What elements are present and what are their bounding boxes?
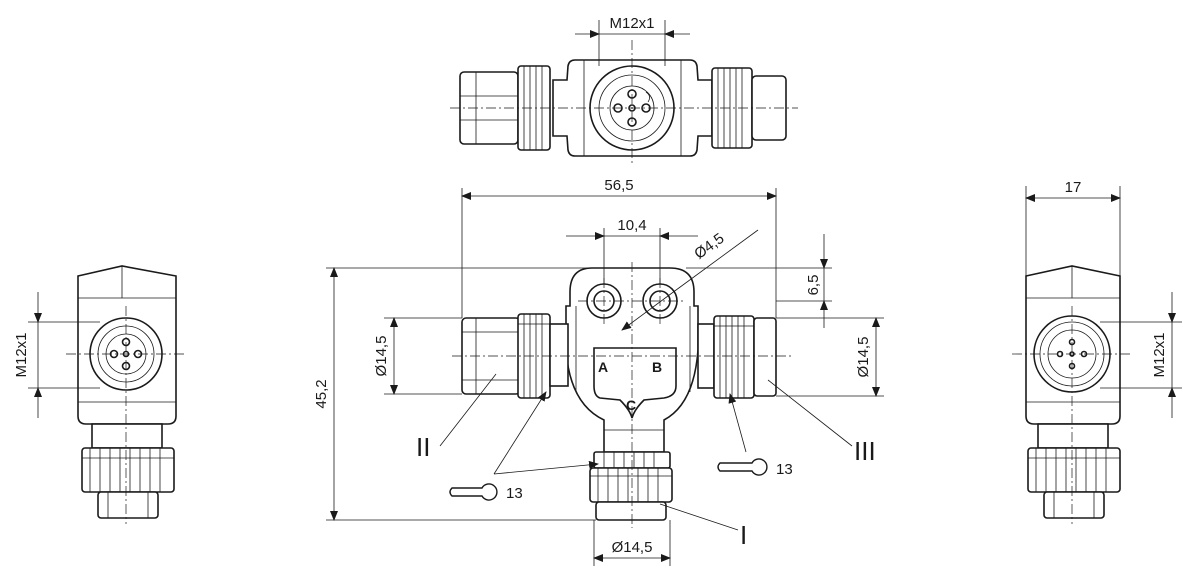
wrench-right-label: 13 xyxy=(776,461,793,478)
right-thread-label: M12x1 xyxy=(1151,332,1168,377)
front-view: A B C xyxy=(313,177,884,566)
top-view: M12x1 xyxy=(450,15,798,164)
right-diameter-label: Ø14,5 xyxy=(855,337,872,378)
left-thread-label: M12x1 xyxy=(13,332,30,377)
label-i: I xyxy=(740,520,747,550)
port-a-label: A xyxy=(598,359,608,375)
wrench-icon-right xyxy=(717,458,768,476)
hole-diameter-label: Ø4,5 xyxy=(691,230,727,263)
wrench-icon-left xyxy=(449,483,498,501)
port-b-label: B xyxy=(652,359,662,375)
top-thread-label: M12x1 xyxy=(609,15,654,32)
port-c-label: C xyxy=(626,397,636,413)
front-height-label: 45,2 xyxy=(313,379,330,408)
right-view: 17 M12x1 xyxy=(1012,179,1182,524)
right-width-label: 17 xyxy=(1065,179,1082,196)
left-diameter-label: Ø14,5 xyxy=(373,336,390,377)
hole-offset-label: 6,5 xyxy=(805,275,822,296)
label-iii: III xyxy=(854,436,876,466)
front-width-label: 56,5 xyxy=(604,177,633,194)
hole-spacing-label: 10,4 xyxy=(617,217,646,234)
left-view: M12x1 xyxy=(13,265,186,524)
wrench-left-label: 13 xyxy=(506,485,523,502)
label-ii: II xyxy=(416,432,430,462)
bottom-diameter-label: Ø14,5 xyxy=(612,539,653,556)
